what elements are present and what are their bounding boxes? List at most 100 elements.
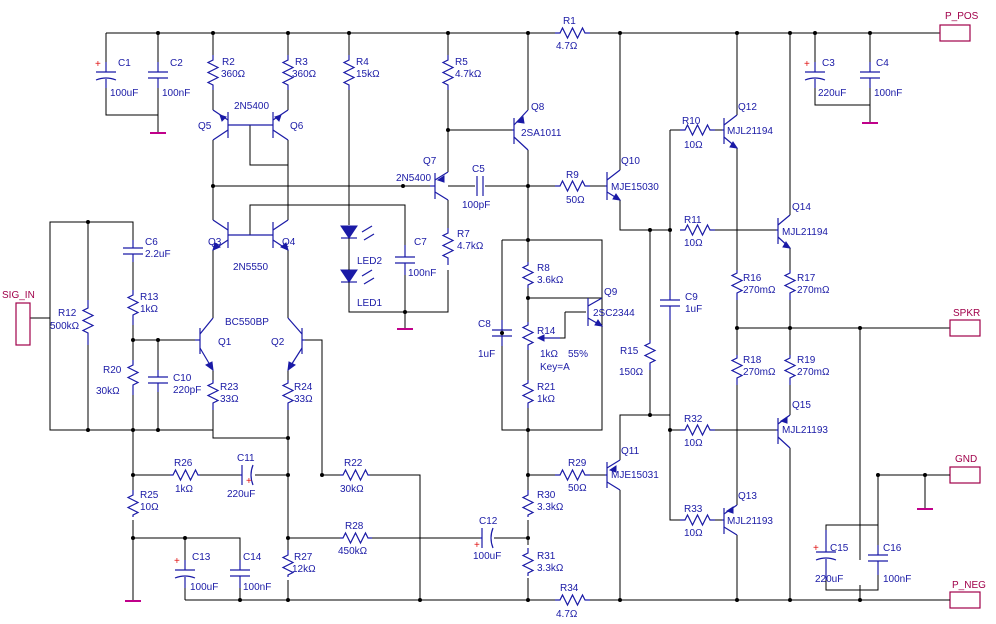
r23-ref: R23 <box>220 382 239 393</box>
r30-value: 3.3kΩ <box>537 502 564 513</box>
c1-polarity: + <box>95 59 101 70</box>
r16-ref: R16 <box>743 273 762 284</box>
r16-value: 270mΩ <box>743 285 776 296</box>
r1-value: 4.7Ω <box>556 41 578 52</box>
c3-polarity: + <box>804 59 810 70</box>
resistor-r32 <box>680 423 715 437</box>
resistor-r7 <box>441 228 455 265</box>
r33-ref: R33 <box>684 504 703 515</box>
r31-ref: R31 <box>537 551 556 562</box>
r13-value: 1kΩ <box>140 304 159 315</box>
c1-ref: C1 <box>118 58 131 69</box>
resistor-r20 <box>126 360 140 395</box>
capacitor-c2 <box>148 62 168 88</box>
capacitor-c1 <box>95 62 117 88</box>
r7-ref: R7 <box>457 229 470 240</box>
capacitor-c9 <box>660 290 680 320</box>
r4-value: 15kΩ <box>356 69 380 80</box>
q9-ref: Q9 <box>604 287 618 298</box>
c1-value: 100uF <box>110 88 138 99</box>
r13-ref: R13 <box>140 292 159 303</box>
r14-ref: R14 <box>537 326 556 337</box>
transistor-q6 <box>250 109 289 141</box>
transistor-q12 <box>722 114 739 149</box>
capacitor-c15 <box>815 530 837 580</box>
r22-ref: R22 <box>344 458 363 469</box>
r9-value: 50Ω <box>566 195 585 206</box>
q12-ref: Q12 <box>738 102 757 113</box>
c12-value: 100uF <box>473 551 501 562</box>
q11-type: MJE15031 <box>611 470 659 481</box>
r14-key: Key=A <box>540 362 570 373</box>
r11-ref: R11 <box>684 215 702 226</box>
r24-ref: R24 <box>294 382 313 393</box>
c13-ref: C13 <box>192 552 211 563</box>
q9-type: 2SC2344 <box>593 308 635 319</box>
resistor-r26 <box>170 468 200 482</box>
text-labels: P_POS SPKR GND P_NEG SIG_IN + + + + + + … <box>2 11 986 620</box>
r27-ref: R27 <box>294 552 313 563</box>
transistor-q5 <box>212 109 250 141</box>
resistor-r11 <box>680 223 715 237</box>
resistor-r8 <box>521 262 535 288</box>
r5-ref: R5 <box>455 57 468 68</box>
ports <box>15 24 981 609</box>
resistor-r1 <box>555 26 590 40</box>
r28-value: 450kΩ <box>338 546 368 557</box>
r21-ref: R21 <box>537 382 556 393</box>
r32-ref: R32 <box>684 414 703 425</box>
resistor-r3 <box>281 55 295 90</box>
c12-ref: C12 <box>479 516 498 527</box>
c14-value: 100nF <box>243 582 271 593</box>
c11-value: 220uF <box>227 489 255 500</box>
resistor-r14 <box>521 322 535 350</box>
c16-value: 100nF <box>883 574 911 585</box>
resistor-r17 <box>783 270 797 300</box>
c6-ref: C6 <box>145 237 158 248</box>
c13-value: 100uF <box>190 582 218 593</box>
capacitor-c5 <box>476 176 484 196</box>
resistor-r24 <box>281 380 295 410</box>
resistor-r27 <box>281 550 295 577</box>
resistor-r19 <box>783 355 797 385</box>
r10-value: 10Ω <box>684 140 703 151</box>
r20-ref: R20 <box>103 365 122 376</box>
capacitor-c13 <box>174 560 196 588</box>
resistor-r22 <box>340 468 370 482</box>
c2-ref: C2 <box>170 58 183 69</box>
r14-percent: 55% <box>568 349 588 360</box>
transistor-q7 <box>430 171 449 201</box>
r20-value: 30kΩ <box>96 386 120 397</box>
q2-ref: Q2 <box>271 337 285 348</box>
capacitor-c8 <box>492 320 512 346</box>
r33-value: 10Ω <box>684 528 703 539</box>
potentiometer-wiper <box>536 334 560 342</box>
resistor-r23 <box>206 380 220 410</box>
r19-ref: R19 <box>797 355 816 366</box>
transistor-q11 <box>605 459 621 491</box>
q14-ref: Q14 <box>792 202 811 213</box>
capacitor-c4 <box>860 62 880 88</box>
r21-value: 1kΩ <box>537 394 556 405</box>
r23-value: 33Ω <box>220 394 239 405</box>
resistor-r31 <box>521 548 535 576</box>
transistor-q13 <box>722 504 738 536</box>
transistor-q10 <box>605 169 622 201</box>
r10-ref: R10 <box>682 116 701 127</box>
c4-ref: C4 <box>876 58 889 69</box>
r1-ref: R1 <box>563 16 576 27</box>
q12-type-label: MJL21194 <box>727 126 773 137</box>
c6-value: 2.2uF <box>145 249 171 260</box>
capacitors <box>95 62 888 588</box>
r2-ref: R2 <box>222 57 235 68</box>
transistors <box>195 109 792 536</box>
wires <box>30 32 950 601</box>
leds <box>340 225 375 290</box>
c10-ref: C10 <box>173 373 192 384</box>
capacitor-c12 <box>480 527 494 549</box>
r34-value: 4.7Ω <box>556 609 578 620</box>
resistor-r30 <box>521 490 535 517</box>
c13-polarity: + <box>174 556 180 567</box>
r12-ref: R12 <box>58 308 77 319</box>
